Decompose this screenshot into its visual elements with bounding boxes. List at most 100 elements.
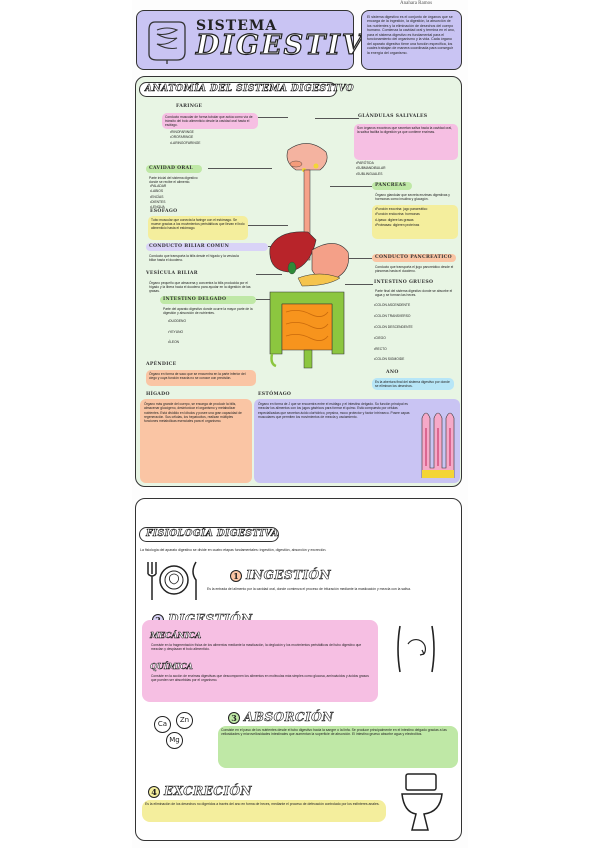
- glandulas-item: PARÓTIDA: [356, 161, 386, 166]
- faringe-label: FARINGE: [176, 104, 203, 109]
- leader-line: [345, 284, 373, 285]
- physiology-title-banner: [139, 527, 279, 542]
- conducto-biliar-label-box: CONDUCTO BILIAR COMÚN: [146, 243, 268, 251]
- pancreas-text: Órgano glandular que secreta enzimas dig…: [375, 193, 450, 202]
- mineral-zn-icon: Zn: [176, 712, 193, 729]
- toilet-icon: [401, 773, 443, 831]
- quimica-title: QUÍMICA: [150, 661, 193, 672]
- intestino-grueso-item: COLON TRANSVERSO: [374, 311, 413, 322]
- mecanica-text: Consiste en la fragmentación física de l…: [151, 643, 362, 652]
- intestino-grueso-list: COLON ASCENDENTE COLON TRANSVERSO COLON …: [374, 300, 413, 365]
- apendice-label: APÉNDICE: [146, 362, 177, 367]
- step-4-number: 4: [148, 786, 160, 798]
- cavidad-list: PALADAR LABIOS ENCÍAS DIENTES LENGUA: [150, 184, 166, 210]
- leader-line: [256, 299, 276, 300]
- intestino-grueso-item: COLON DESCENDENTE: [374, 322, 413, 333]
- esofago-label: ESÓFAGO: [150, 209, 178, 214]
- header-intro: El sistema digestivo es el conjunto de ó…: [361, 10, 462, 70]
- pancreas-item: Lipasa: digiere las grasas: [375, 218, 455, 223]
- anatomy-title-banner: [139, 82, 337, 97]
- anatomy-title: ANATOMÍA DEL SISTEMA DIGESTIVO: [145, 84, 355, 95]
- pancreas-label: PÁNCREAS: [375, 183, 407, 188]
- intestino-delgado-item: YEYUNO: [168, 327, 186, 338]
- glandulas-item: SUBLINGUALES: [356, 172, 386, 177]
- ano-label: ANO: [386, 370, 399, 375]
- ano-text: Es la abertura final del sistema digesti…: [372, 378, 454, 390]
- intestino-delgado-list: DUODENO YEYUNO ÍLEON: [168, 316, 186, 348]
- estomago-label: ESTÓMAGO: [258, 392, 292, 397]
- faringe-text: Conducto muscular de forma tubular que a…: [162, 113, 258, 129]
- leader-line: [248, 225, 288, 226]
- cavidad-label-box: CAVIDAD ORAL: [146, 165, 202, 173]
- leader-line: [258, 117, 288, 118]
- physiology-title: FISIOLOGÍA DIGESTIVA: [146, 529, 279, 540]
- intestino-grueso-text: Parte final del sistema digestivo donde …: [375, 289, 453, 298]
- header-title-top: SISTEMA: [196, 18, 278, 34]
- esofago-text: Tubo muscular que conecta la faringe con…: [148, 216, 248, 240]
- conducto-pancreatico-label: CONDUCTO PANCREÁTICO: [375, 255, 452, 260]
- step-1-text: Es la entrada del alimento por la cavida…: [207, 587, 411, 591]
- pancreas-item: Función exocrina: jugo pancreático: [375, 207, 455, 212]
- belly-icon: [397, 625, 435, 673]
- intestino-grueso-label: INTESTINO GRUESO: [374, 280, 434, 285]
- step-3-title: ABSORCIÓN: [244, 710, 334, 725]
- villi-illustration: [421, 412, 455, 478]
- plate-utensils-icon: [147, 561, 197, 600]
- leader-line: [256, 274, 282, 275]
- step-4-text: Es la eliminación de los desechos no dig…: [142, 800, 386, 822]
- intestino-grueso-item: COLON ASCENDENTE: [374, 300, 413, 311]
- vesicula-text: Órgano pequeño que almacena y concentra …: [149, 281, 251, 293]
- intestino-delgado-label: INTESTINO DELGADO: [163, 297, 227, 302]
- mineral-mg-icon: Mg: [166, 732, 183, 749]
- glandulas-label: GLÁNDULAS SALIVALES: [358, 114, 428, 119]
- faringe-item: RINOFARINGE: [170, 130, 200, 135]
- intestino-grueso-item: RECTO: [374, 344, 413, 355]
- cavidad-item: LENGUA: [150, 205, 166, 210]
- cavidad-text: Parte inicial del sistema digestivo dond…: [149, 176, 198, 184]
- step-3-text: Consiste en el paso de los nutrientes de…: [218, 726, 458, 768]
- step-1-number: 1: [230, 570, 242, 582]
- quimica-text: Consiste en la acción de enzimas digesti…: [151, 674, 369, 683]
- pancreas-list: Función exocrina: jugo pancreático Funci…: [375, 207, 455, 228]
- higado-label: HÍGADO: [146, 392, 170, 397]
- cavidad-item: DIENTES: [150, 200, 166, 205]
- glandulas-item: SUBMANDIBULAR: [356, 166, 385, 171]
- cavidad-item: PALADAR: [150, 184, 166, 189]
- conducto-biliar-label: CONDUCTO BILIAR COMÚN: [149, 244, 230, 249]
- apendice-text: Órgano en forma de saco que se encuentra…: [146, 370, 256, 386]
- digestion-box: [142, 620, 378, 702]
- conducto-pancreatico-label-box: CONDUCTO PANCREÁTICO: [372, 254, 456, 262]
- header-title-main: DIGESTIVO: [195, 29, 390, 61]
- cavidad-label: CAVIDAD ORAL: [149, 166, 193, 171]
- glandulas-text: Son órganos exocrinos que secretan saliv…: [354, 124, 458, 160]
- intestino-grueso-item: CIEGO: [374, 333, 413, 344]
- intestino-delgado-text: Parte del aparato digestivo donde ocurre…: [163, 307, 253, 315]
- cavidad-item: LABIOS: [150, 189, 166, 194]
- step-1-title: INGESTIÓN: [246, 568, 332, 583]
- glandulas-list: PARÓTIDA SUBMANDIBULAR SUBLINGUALES: [356, 161, 386, 177]
- intestino-delgado-item: DUODENO: [168, 316, 186, 327]
- pancreas-extra: [372, 240, 458, 252]
- physiology-intro: La fisiología del aparato digestivo se d…: [140, 548, 327, 552]
- step-4-title: EXCRECIÓN: [164, 784, 253, 799]
- pancreas-item: Proteasas: digieren proteínas: [375, 223, 455, 228]
- faringe-list: RINOFARINGE OROFARINGE LARINGOFARINGE: [170, 130, 200, 146]
- intestino-delgado-item: ÍLEON: [168, 337, 186, 348]
- author-name: Anahara Ramos: [400, 1, 433, 6]
- pancreas-label-box: PÁNCREAS: [372, 182, 412, 190]
- digestive-system-illustration: [269, 143, 349, 369]
- pancreas-list-box: Función exocrina: jugo pancreático Funci…: [372, 205, 458, 239]
- step-3-number: 3: [228, 712, 240, 724]
- vesicula-label: VESÍCULA BILIAR: [146, 271, 198, 276]
- intestine-icon: [148, 21, 186, 64]
- mineral-ca-icon: Ca: [154, 716, 171, 733]
- mecanica-title: MECÁNICA: [150, 630, 202, 641]
- higado-text: Órgano más grande del cuerpo, se encarga…: [140, 399, 252, 483]
- pancreas-item: Función endocrina: hormonas: [375, 212, 455, 217]
- conducto-biliar-text: Conducto que transporta la bilis desde e…: [149, 254, 239, 262]
- leader-line: [336, 258, 372, 259]
- leader-line: [208, 168, 272, 169]
- intestino-grueso-item: COLON SIGMOIDE: [374, 354, 413, 365]
- conducto-pancreatico-text: Conducto que transporta el jugo pancreát…: [375, 265, 454, 274]
- faringe-item: LARINGOFARINGE: [170, 141, 200, 146]
